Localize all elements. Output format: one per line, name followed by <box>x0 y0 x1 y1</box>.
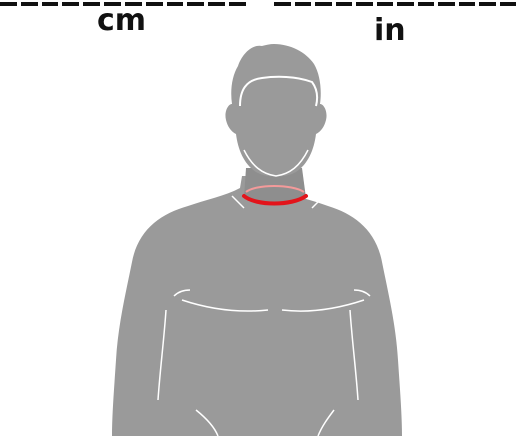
head-silhouette <box>225 44 326 177</box>
